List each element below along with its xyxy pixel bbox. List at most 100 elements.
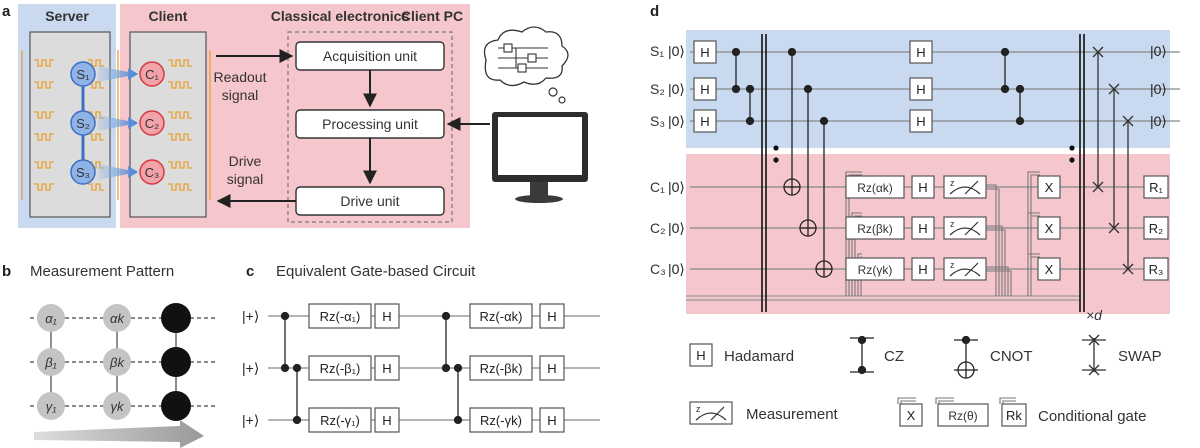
svg-text:H: H	[547, 309, 556, 324]
link-arrow-1	[98, 66, 138, 82]
gate-h-c5: H	[539, 355, 565, 381]
svg-text:Rz(-βk): Rz(-βk)	[480, 361, 523, 376]
gate-h-c1: H	[374, 303, 400, 329]
gate-h-d-c2: H	[911, 216, 935, 240]
repeat-barrier-left	[761, 34, 779, 312]
panel-label-d: d	[650, 3, 659, 20]
gate-rz-beta-k: Rz(-βk)	[469, 355, 533, 381]
client-resonators	[168, 50, 211, 200]
ket-out-s3: |0⟩	[1150, 113, 1167, 129]
legend-hadamard: H Hadamard	[689, 343, 794, 367]
gate-r3: R₃	[1143, 257, 1169, 281]
gate-rz-beta-d: Rz(βk)	[845, 216, 905, 240]
drive-unit: Drive unit	[295, 186, 445, 216]
node-gamma-1: γ₁	[37, 392, 65, 420]
server-qubit-2: S₂	[70, 110, 96, 136]
svg-text:R₂: R₂	[1149, 221, 1163, 236]
ket-c3: |0⟩	[668, 261, 685, 277]
svg-text:z: z	[950, 219, 955, 229]
svg-text:H: H	[700, 114, 709, 129]
svg-text:Rk: Rk	[1006, 408, 1022, 423]
legend-conditional: X Rz(θ) Rk Conditional gate	[897, 397, 1146, 427]
svg-text:βk: βk	[109, 355, 125, 370]
gate-rz-gamma-1: Rz(-γ₁)	[308, 407, 372, 433]
link-arrow-2	[98, 115, 138, 131]
gate-rz-gamma-d: Rz(γk)	[845, 257, 905, 281]
server-qubit-1: S₁	[70, 61, 96, 87]
svg-text:S₁: S₁	[76, 67, 90, 82]
svg-text:H: H	[918, 221, 927, 236]
repeat-barrier-right	[1069, 34, 1085, 312]
node-beta-k: βk	[103, 348, 131, 376]
readout-label-2: signal	[222, 87, 259, 103]
electronics-title: Classical electronics	[271, 8, 410, 24]
node-black-3	[161, 391, 191, 421]
gate-h-d-s2: H	[693, 77, 717, 101]
panel-d: d S₁ S₂ S₃ |0⟩ |0⟩ |0⟩ C₁ C₂ C₃ |0⟩ |0⟩ …	[650, 3, 1180, 427]
gate-rz-alpha-1: Rz(-α₁)	[308, 303, 372, 329]
gate-x-c3: X	[1037, 257, 1061, 281]
legend-cz: CZ	[850, 335, 904, 375]
node-alpha-1: α₁	[37, 304, 65, 332]
label-s2: S₂	[650, 81, 665, 97]
svg-text:H: H	[696, 348, 705, 363]
svg-text:Rz(-β₁): Rz(-β₁)	[320, 361, 361, 376]
panel-a: a Server Client Classical electronics Cl…	[2, 3, 588, 228]
svg-text:H: H	[382, 309, 391, 324]
ket-out-s2: |0⟩	[1150, 81, 1167, 97]
svg-text:C₃: C₃	[145, 165, 160, 180]
gate-rz-beta-1: Rz(-β₁)	[308, 355, 372, 381]
svg-text:Rz(θ): Rz(θ)	[948, 409, 977, 423]
svg-text:C₁: C₁	[145, 67, 159, 82]
node-black-2	[161, 347, 191, 377]
client-qubit-1: C₁	[139, 61, 165, 87]
node-beta-1: β₁	[37, 348, 65, 376]
input-ket-3: |+⟩	[242, 412, 259, 428]
measurement-icon-c1: z	[943, 175, 987, 199]
svg-text:H: H	[382, 361, 391, 376]
gate-h-d-s2b: H	[909, 77, 933, 101]
legend-measurement: z Measurement	[689, 401, 839, 425]
svg-text:z: z	[950, 260, 955, 270]
gate-h-c6: H	[539, 407, 565, 433]
gate-rz-alpha-k: Rz(-αk)	[469, 303, 533, 329]
link-arrow-3	[98, 164, 138, 180]
svg-text:SWAP: SWAP	[1118, 348, 1162, 365]
time-arrow	[34, 420, 204, 448]
svg-text:H: H	[918, 180, 927, 195]
svg-text:CNOT: CNOT	[990, 348, 1033, 365]
svg-text:H: H	[916, 45, 925, 60]
svg-text:H: H	[916, 114, 925, 129]
readout-label-1: Readout	[214, 69, 267, 85]
svg-text:S₂: S₂	[76, 116, 90, 131]
processing-unit: Processing unit	[295, 109, 445, 139]
svg-text:X: X	[1045, 180, 1054, 195]
ket-c2: |0⟩	[668, 220, 685, 236]
svg-text:H: H	[916, 82, 925, 97]
client-title: Client	[149, 8, 188, 24]
gate-h-d-s1b: H	[909, 40, 933, 64]
svg-text:γk: γk	[111, 399, 126, 414]
svg-text:X: X	[907, 408, 916, 423]
svg-text:Rz(-γ₁): Rz(-γ₁)	[320, 413, 360, 428]
svg-text:H: H	[700, 45, 709, 60]
client-qubit-3: C₃	[139, 159, 165, 185]
label-c3: C₃	[650, 261, 666, 277]
gate-h-d-s1: H	[693, 40, 717, 64]
ket-s3: |0⟩	[668, 113, 685, 129]
node-black-1	[161, 303, 191, 333]
gate-h-c4: H	[539, 303, 565, 329]
gate-rz-gamma-k: Rz(-γk)	[469, 407, 533, 433]
svg-text:Conditional gate: Conditional gate	[1038, 408, 1146, 425]
client-qubit-2: C₂	[139, 110, 165, 136]
svg-text:R₃: R₃	[1149, 262, 1164, 277]
svg-text:H: H	[547, 361, 556, 376]
panel-b: b Measurement Pattern α₁ αk β₁ βk γ₁ γk	[2, 263, 218, 448]
server-title: Server	[45, 8, 89, 24]
gate-r2: R₂	[1143, 216, 1169, 240]
swap-gates	[1092, 46, 1134, 275]
ket-s2: |0⟩	[668, 81, 685, 97]
svg-text:Processing unit: Processing unit	[322, 116, 418, 132]
pc-title: Client PC	[401, 8, 463, 24]
svg-text:Rz(γk): Rz(γk)	[858, 263, 893, 277]
